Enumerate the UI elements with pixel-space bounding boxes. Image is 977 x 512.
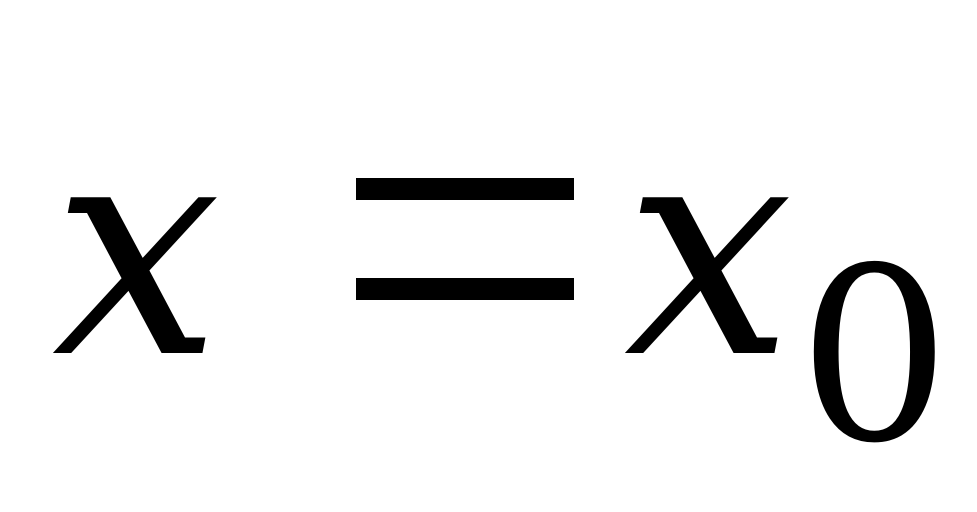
- equals-bottom-bar: [356, 278, 574, 300]
- rhs-variable: x: [624, 75, 794, 424]
- equals-sign: [356, 178, 574, 300]
- lhs-variable: x: [52, 75, 222, 424]
- rhs-subscript: 0: [798, 216, 951, 496]
- equals-top-bar: [356, 178, 574, 200]
